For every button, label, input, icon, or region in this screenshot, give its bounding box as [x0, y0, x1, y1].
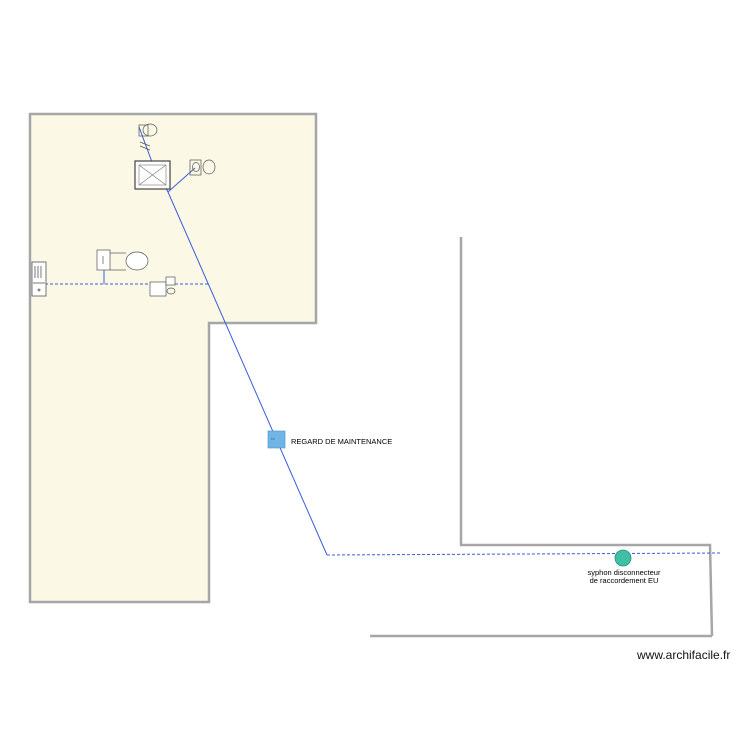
- water-heater-icon: [31, 261, 47, 297]
- washing-machine-icon: [96, 249, 149, 271]
- syphon-label-line2: de raccordement EU: [589, 576, 659, 585]
- sink-icon: [149, 276, 176, 297]
- shower-tray-icon: [134, 160, 171, 190]
- site-wall-upper: [459, 237, 714, 637]
- syphon-label-line1: syphon disconnecteur: [587, 568, 661, 577]
- syphon-label: syphon disconnecteur de raccordement EU: [565, 569, 683, 585]
- maintenance-manhole-label: REGARD DE MAINTENANCE: [291, 437, 393, 446]
- manhole-tag: ▪▪▪: [271, 437, 275, 441]
- washbasin-icon: [189, 159, 216, 176]
- manhole-icon[interactable]: [267, 430, 286, 449]
- toilet-icon: [138, 123, 158, 151]
- syphon-icon[interactable]: [614, 549, 632, 567]
- room-floor: [28, 112, 318, 604]
- collector-pipe: [326, 552, 721, 556]
- secondary-pipe: [167, 167, 196, 193]
- watermark: www.archifacile.fr: [637, 648, 731, 662]
